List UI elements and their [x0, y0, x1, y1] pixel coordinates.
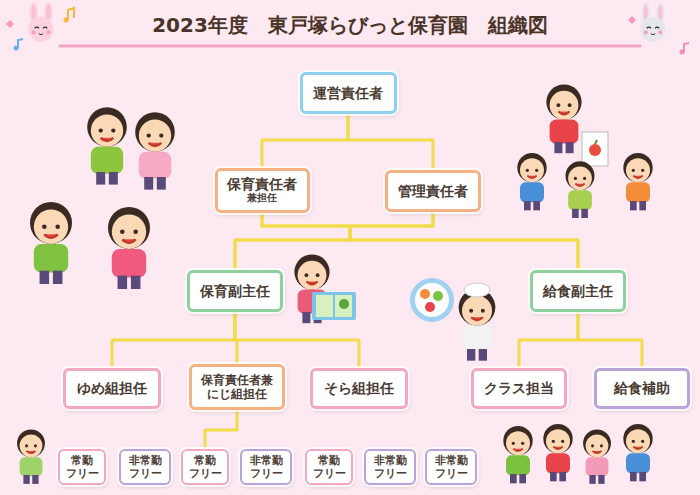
- role-label: そら組担任: [324, 380, 394, 397]
- role-label: 保育副主任: [200, 283, 270, 300]
- role-box: 給食副主任: [530, 270, 626, 312]
- baby-illustration: [17, 429, 45, 483]
- role-label: クラス担当: [484, 380, 554, 397]
- children-illustration: [503, 424, 652, 484]
- title-rule: [60, 46, 640, 47]
- role-box: 保育責任者兼 にじ組担任: [189, 364, 285, 410]
- role-label: 兼担任: [247, 192, 277, 204]
- reading-teacher: [294, 254, 356, 323]
- role-box: ゆめ組担任: [63, 368, 161, 409]
- org-connector: [348, 114, 433, 170]
- role-label: 給食補助: [614, 380, 670, 397]
- chef-illustration: [410, 278, 495, 361]
- role-label: 非常勤 フリー: [125, 454, 165, 480]
- role-label: 給食副主任: [543, 283, 613, 300]
- role-box: 保育副主任: [187, 270, 283, 312]
- role-label: 管理責任者: [398, 183, 468, 200]
- teacher-illustration: [517, 84, 652, 218]
- role-label: 常勤 フリー: [311, 454, 347, 480]
- org-connector: [519, 312, 578, 368]
- family-illustration: [30, 107, 175, 289]
- role-box: 非常勤 フリー: [425, 449, 477, 485]
- role-label: ゆめ組担任: [77, 380, 147, 397]
- org-connector: [235, 312, 359, 368]
- role-label: 非常勤 フリー: [370, 454, 410, 480]
- role-label: 常勤 フリー: [64, 454, 100, 480]
- role-box: 常勤 フリー: [305, 449, 353, 485]
- role-box: 非常勤 フリー: [364, 449, 416, 485]
- role-box: 管理責任者: [385, 170, 481, 212]
- role-box: 運営責任者: [300, 72, 397, 114]
- org-connector: [578, 312, 642, 368]
- role-label: 非常勤 フリー: [431, 454, 471, 480]
- role-box: そら組担任: [310, 368, 408, 409]
- role-box: クラス担当: [471, 368, 567, 409]
- org-connector: [205, 410, 237, 449]
- role-label: 運営責任者: [313, 85, 383, 102]
- role-box: 非常勤 フリー: [119, 449, 171, 485]
- org-connector: [112, 312, 235, 368]
- role-label: 保育責任者: [227, 176, 297, 193]
- org-connector: [350, 212, 578, 270]
- role-box: 給食補助: [594, 368, 690, 409]
- role-box: 非常勤 フリー: [240, 449, 292, 485]
- role-box: 保育責任者兼担任: [215, 168, 310, 213]
- role-box: 常勤 フリー: [58, 449, 106, 485]
- role-label: 保育責任者兼 にじ組担任: [196, 373, 278, 402]
- role-label: 非常勤 フリー: [246, 454, 286, 480]
- role-label: 常勤 フリー: [187, 454, 223, 480]
- org-connector: [262, 114, 348, 168]
- role-box: 常勤 フリー: [181, 449, 229, 485]
- chart-title: 2023年度 東戸塚らびっと保育園 組織図: [0, 12, 700, 39]
